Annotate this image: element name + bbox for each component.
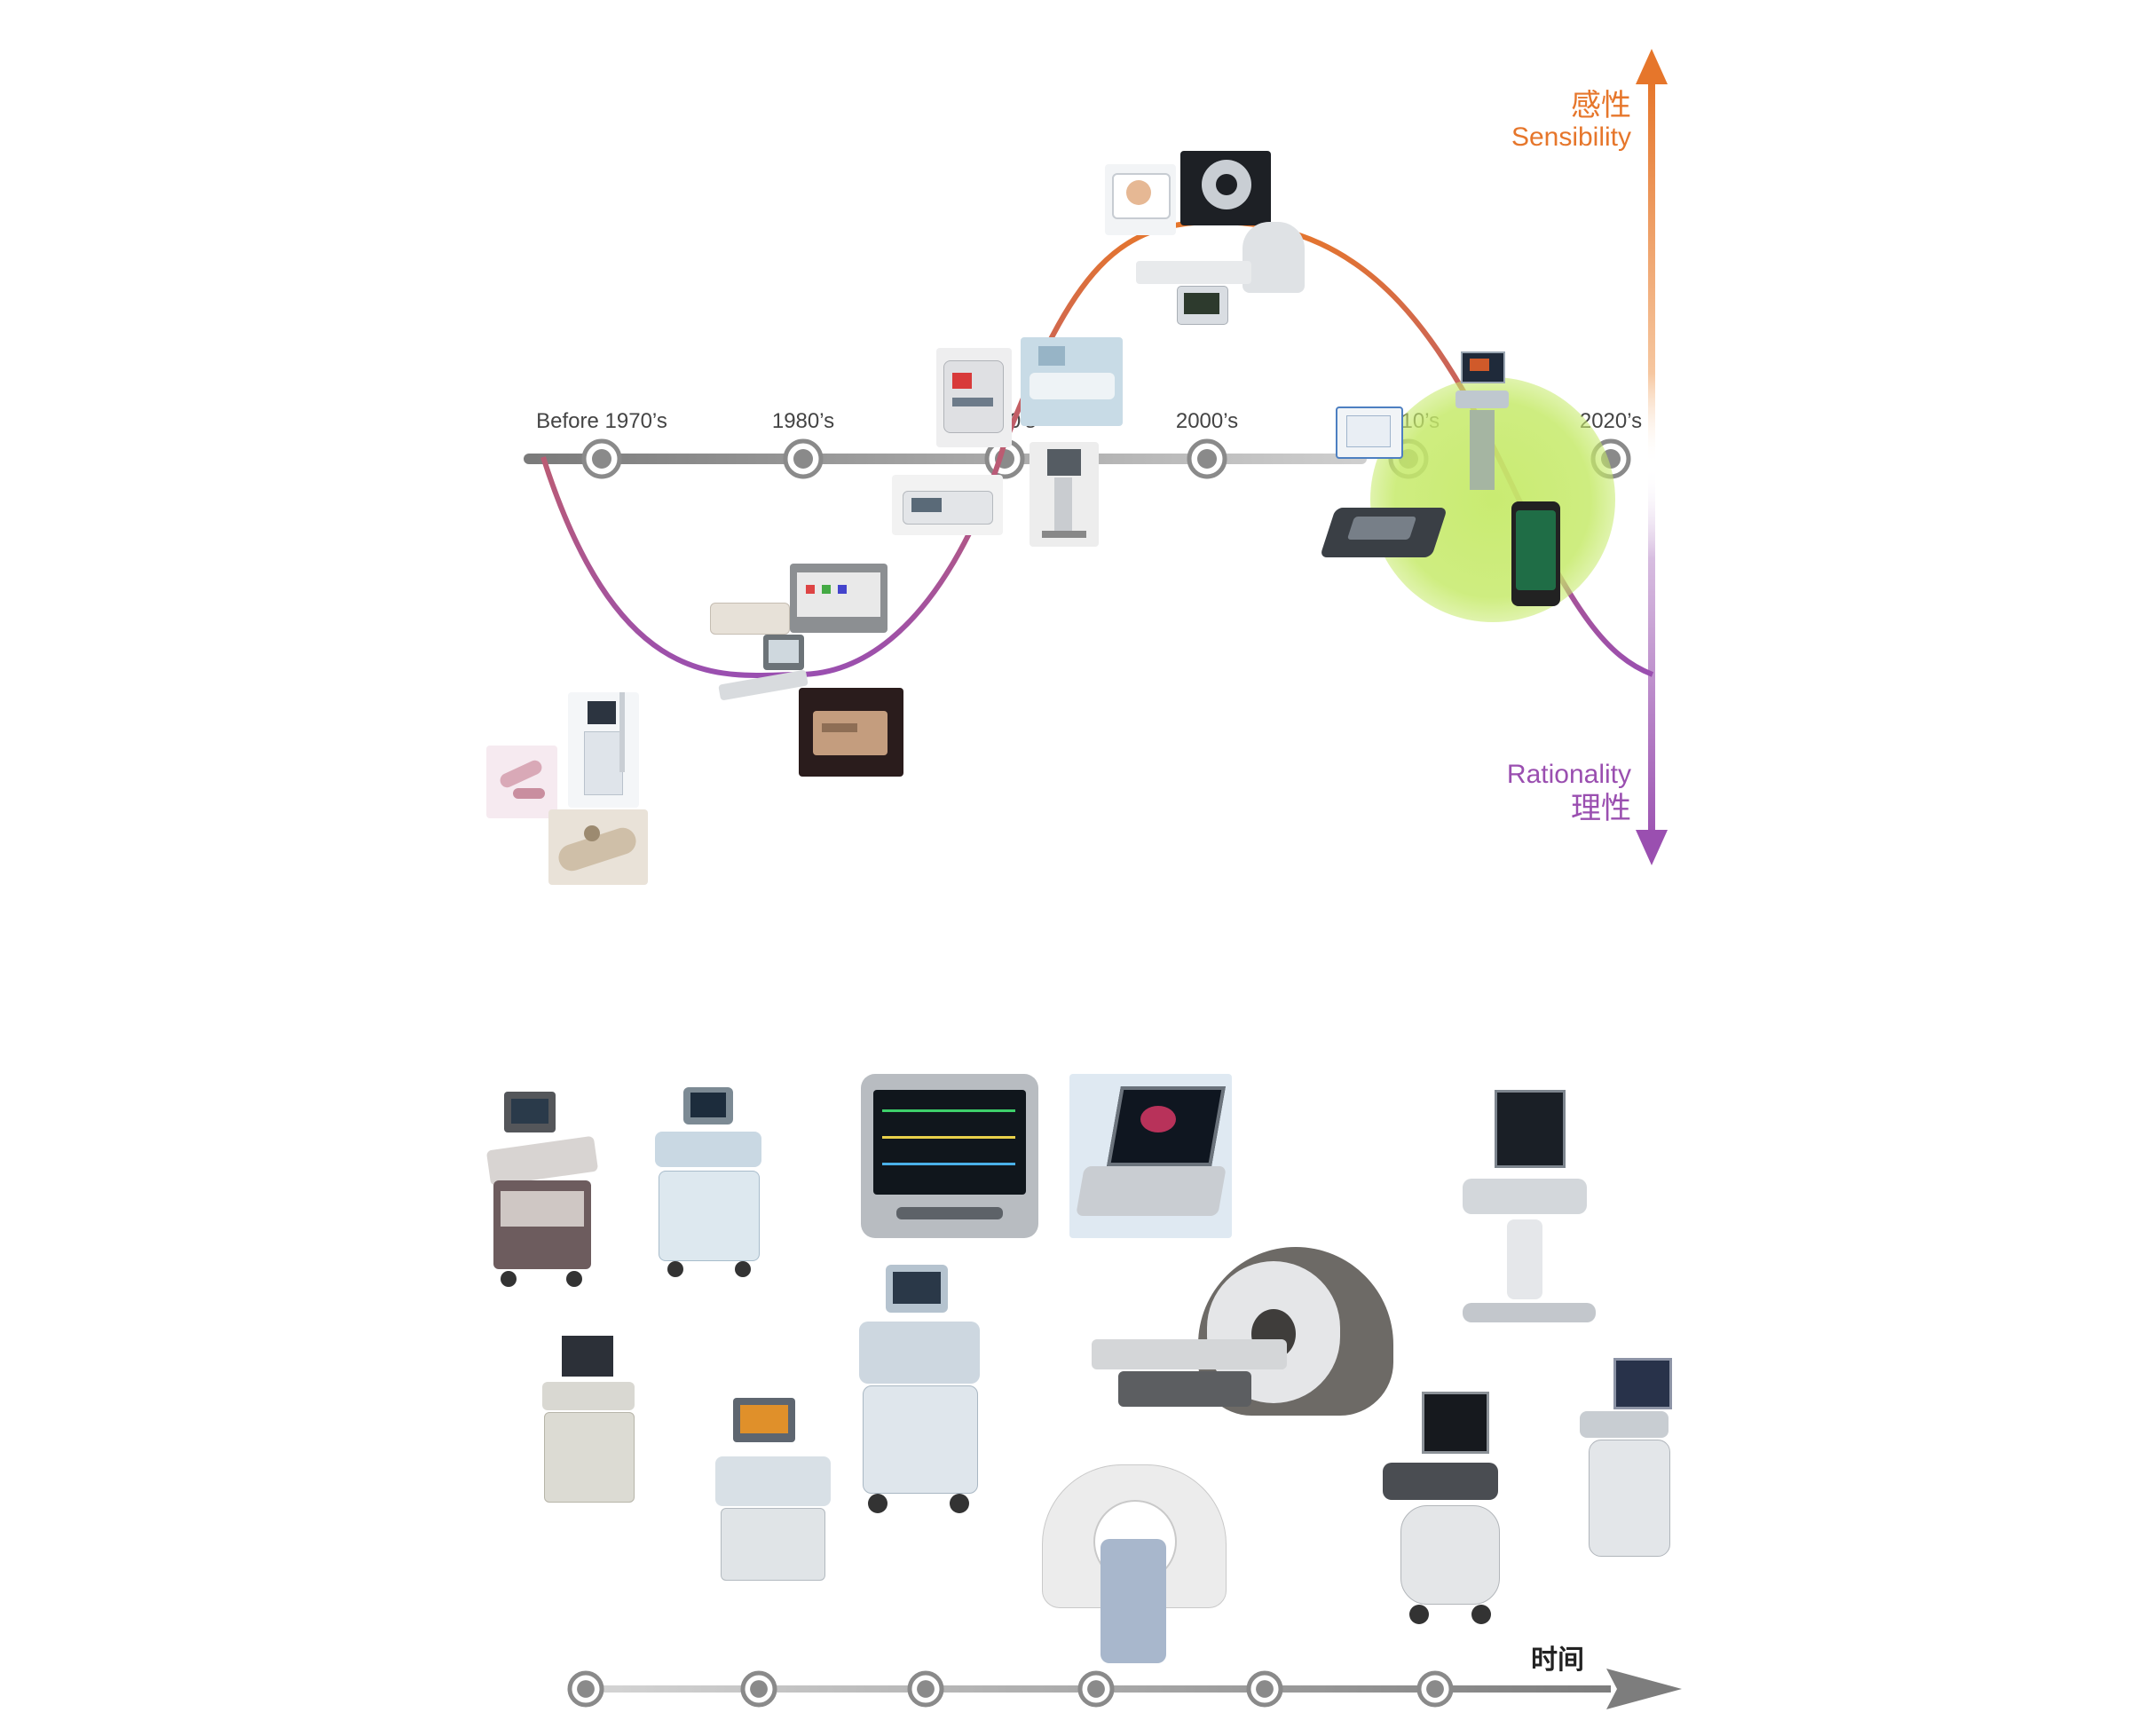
- hospital-room-icon: [1021, 337, 1123, 426]
- lower-timeline-node: [1246, 1670, 1283, 1708]
- ecg-recorder-icon: [892, 475, 1003, 535]
- ultrasound-machine-icon: [1374, 1392, 1525, 1633]
- touch-device-icon: [1319, 497, 1448, 570]
- mri-scanner-icon: [1092, 1247, 1407, 1447]
- dental-chair-icon: [486, 746, 557, 818]
- wooden-box-icon: [799, 688, 903, 777]
- decade-label: 1980’s: [772, 409, 834, 433]
- laptop-ultrasound-icon: [1069, 1074, 1232, 1238]
- ultrasound-cart-icon: [1445, 348, 1520, 503]
- ultrasound-cart-icon: [568, 692, 639, 808]
- lower-timeline-nodes: [567, 1670, 1454, 1708]
- ultrasound-machine-icon: [712, 1398, 834, 1598]
- lower-timeline-node: [567, 1670, 604, 1708]
- lower-timeline-node: [1416, 1670, 1454, 1708]
- axis-label-rationality-en: Rationality: [1507, 760, 1631, 789]
- lower-timeline-node: [907, 1670, 944, 1708]
- patient-monitor-icon: [1172, 282, 1234, 331]
- lower-timeline-node: [740, 1670, 777, 1708]
- upper-timeline-node: [1187, 438, 1227, 479]
- tablet-monitor-icon: [1336, 406, 1403, 459]
- lower-timeline-label: 时间: [1531, 1645, 1584, 1675]
- upper-timeline-bar: [524, 454, 1367, 464]
- infusion-pump-icon: [936, 348, 1012, 447]
- axis-label-sensibility-cn: 感性: [1571, 89, 1631, 122]
- control-panel-icon: [790, 564, 888, 633]
- patient-monitor-icon: [861, 1074, 1038, 1238]
- surgical-tools-icon: [548, 809, 648, 885]
- upper-timeline-node: [581, 438, 622, 479]
- axis-label-rationality-cn: 理性: [1571, 792, 1631, 825]
- decade-label: Before 1970’s: [536, 409, 667, 433]
- ultrasound-machine-icon: [854, 1265, 987, 1522]
- vertical-axis-line: [1648, 80, 1655, 852]
- axis-arrow-up-icon: [1636, 49, 1668, 84]
- lower-timeline-arrow-icon: [1606, 1669, 1682, 1709]
- smartphone-app-icon: [1511, 501, 1560, 606]
- upper-timeline-node: [783, 438, 824, 479]
- axis-arrow-down-icon: [1636, 830, 1668, 865]
- ultrasound-machine-icon: [1571, 1358, 1682, 1584]
- ultrasound-machine-icon: [646, 1087, 769, 1282]
- lower-timeline-node: [1077, 1670, 1115, 1708]
- ultrasound-machine-icon: [1445, 1090, 1612, 1361]
- portable-cart-icon: [1030, 442, 1099, 547]
- mri-room-icon: [1127, 222, 1322, 306]
- ct-scanner-icon: [1180, 151, 1271, 225]
- telemedicine-screen-icon: [1105, 164, 1176, 235]
- axis-label-sensibility-en: Sensibility: [1511, 122, 1631, 152]
- ultrasound-machine-icon: [537, 1336, 642, 1513]
- decade-label: 2000’s: [1176, 409, 1238, 433]
- ultrasound-machine-icon: [485, 1092, 608, 1291]
- monitor-stand-icon: [710, 635, 821, 719]
- printer-device-icon: [706, 590, 794, 643]
- ct-scanner-icon: [1038, 1464, 1229, 1673]
